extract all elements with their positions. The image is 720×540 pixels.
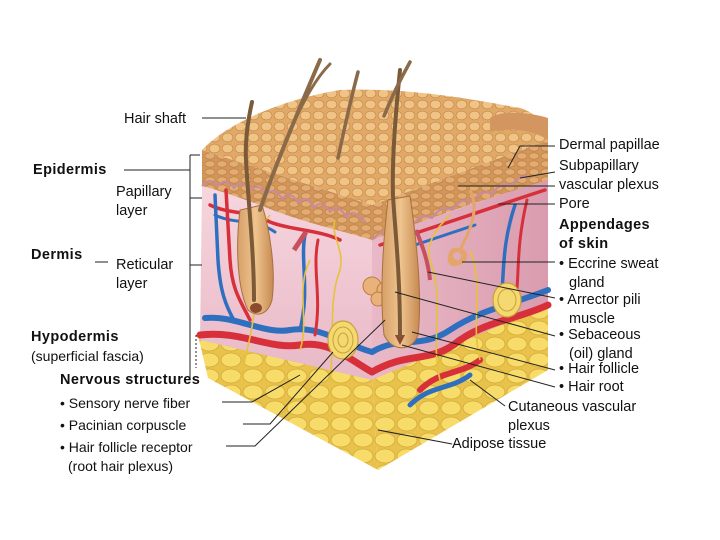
dermal-papillae-front <box>201 180 367 224</box>
label-sensory-nerve-fiber: • Sensory nerve fiber <box>60 395 191 411</box>
label-eccrine-1: • Eccrine sweat <box>559 256 659 272</box>
label-reticular-layer-2: layer <box>116 276 148 292</box>
epidermis-side-edge <box>372 140 548 240</box>
label-appendages-1: Appendages <box>559 217 651 233</box>
label-dermis: Dermis <box>31 247 83 263</box>
label-hair-root: • Hair root <box>559 379 624 395</box>
pacinian-corpuscle <box>327 282 522 360</box>
label-reticular-layer-1: Reticular <box>116 257 174 273</box>
label-papillary-layer-1: Papillary <box>116 184 172 200</box>
label-hair-follicle-receptor-2: (root hair plexus) <box>68 458 174 474</box>
label-appendages-2: of skin <box>559 236 609 252</box>
hair-follicle-left <box>237 204 274 315</box>
label-dermal-papillae: Dermal papillae <box>559 137 660 153</box>
label-pore: Pore <box>559 196 590 212</box>
label-subpapillary-1: Subpapillary <box>559 158 639 174</box>
label-hair-follicle-receptor-1: • Hair follicle receptor <box>60 439 193 455</box>
hair-shafts <box>243 58 412 338</box>
label-superficial-fascia: (superficial fascia) <box>31 348 144 364</box>
label-subpapillary-2: vascular plexus <box>559 177 659 193</box>
label-cutaneous-2: plexus <box>508 418 550 434</box>
arrector-pili-left <box>291 230 309 252</box>
label-hypodermis: Hypodermis <box>31 329 119 345</box>
label-nervous-structures: Nervous structures <box>60 372 201 388</box>
label-hair-follicle: • Hair follicle <box>559 361 640 377</box>
epidermis-cut-edge <box>490 112 548 140</box>
epidermis-top-surface <box>202 89 548 205</box>
label-epidermis: Epidermis <box>33 162 107 178</box>
label-arrector-2: muscle <box>569 311 615 327</box>
label-eccrine-2: gland <box>569 275 605 291</box>
label-pacinian-corpuscle: • Pacinian corpuscle <box>60 417 187 433</box>
label-sebaceous-2: (oil) gland <box>569 346 633 362</box>
leader-lines <box>95 117 556 447</box>
label-hair-shaft: Hair shaft <box>124 111 187 127</box>
hair-follicle-right <box>381 195 421 349</box>
label-sebaceous-1: • Sebaceous <box>559 327 641 343</box>
eccrine-sweat-gland <box>447 189 476 267</box>
adipose-side <box>372 300 548 470</box>
label-arrector-1: • Arrector pili <box>559 292 641 308</box>
label-cutaneous-1: Cutaneous vascular <box>508 399 637 415</box>
label-adipose-tissue: Adipose tissue <box>452 436 547 452</box>
label-papillary-layer-2: layer <box>116 203 148 219</box>
arrector-pili-muscle <box>414 229 432 281</box>
